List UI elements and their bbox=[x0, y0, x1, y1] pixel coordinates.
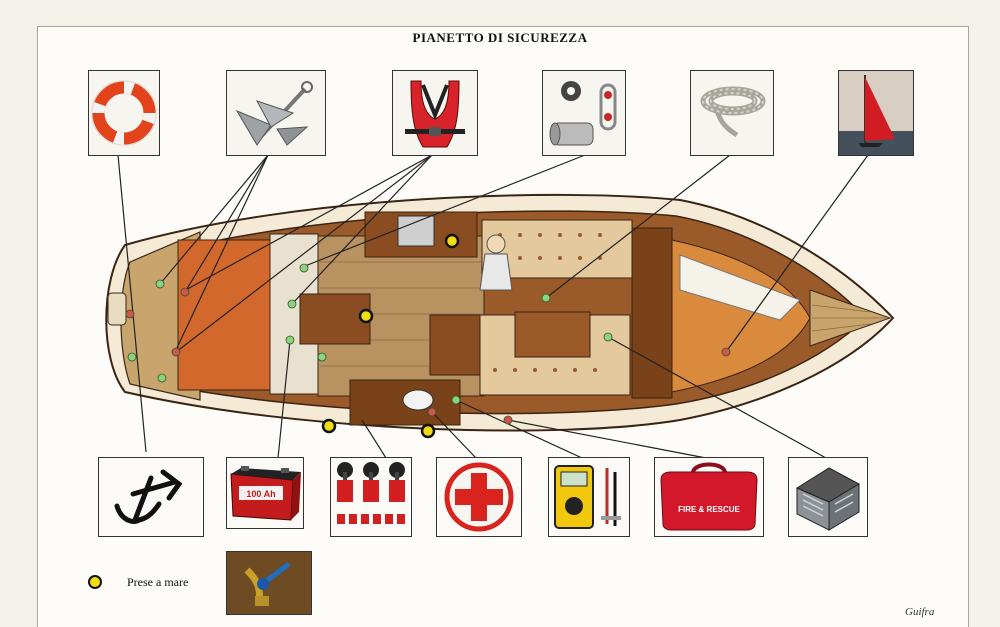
life-jacket-box bbox=[392, 70, 478, 156]
lifebuoy-icon bbox=[89, 71, 159, 155]
forward-bulkhead bbox=[631, 227, 673, 399]
battery-switches-icon bbox=[331, 458, 411, 536]
marker bbox=[180, 287, 190, 297]
seacock-box bbox=[226, 551, 312, 615]
lifebuoy-box bbox=[88, 70, 160, 156]
mooring-rope-box bbox=[690, 70, 774, 156]
seacock-marker bbox=[444, 233, 460, 249]
anchor-box bbox=[226, 70, 326, 156]
battery-label: 100 Ah bbox=[246, 489, 275, 499]
battery-switches-box bbox=[330, 457, 412, 537]
saloon-table-2 bbox=[514, 311, 591, 358]
marker bbox=[287, 299, 297, 309]
marker bbox=[171, 347, 181, 357]
marker bbox=[127, 352, 137, 362]
battery-icon: 100 Ah bbox=[227, 458, 303, 528]
author-signature: Guifra bbox=[905, 606, 935, 618]
aft-cabin-berth bbox=[177, 239, 275, 391]
toilet bbox=[402, 389, 434, 411]
marker bbox=[541, 293, 551, 303]
forward-bedding bbox=[679, 254, 801, 321]
seacock-legend-marker bbox=[88, 575, 102, 589]
marker bbox=[427, 407, 437, 417]
emergency-bag-icon: FIRE & RESCUE bbox=[655, 458, 763, 536]
rigging-hardware-icon bbox=[543, 71, 625, 155]
marker bbox=[603, 332, 613, 342]
bow-deck-planks bbox=[811, 304, 886, 332]
cushion-buttons bbox=[493, 233, 602, 372]
legend-label: Prese a mare bbox=[127, 575, 189, 589]
seacock-markers bbox=[321, 233, 460, 439]
toolbox-box bbox=[788, 457, 868, 537]
marker bbox=[503, 415, 513, 425]
marker bbox=[155, 279, 165, 289]
rigging-hardware-box bbox=[542, 70, 626, 156]
marker bbox=[451, 395, 461, 405]
battery-box: 100 Ah bbox=[226, 457, 304, 529]
marker bbox=[721, 347, 731, 357]
stern-anchor-icon bbox=[99, 458, 203, 536]
equipment-markers bbox=[125, 263, 731, 425]
person-head bbox=[486, 234, 506, 254]
seacock-marker bbox=[321, 418, 337, 434]
anchor-icon bbox=[227, 71, 325, 155]
seacock-marker bbox=[358, 308, 374, 324]
stern-hatch bbox=[107, 292, 127, 326]
seacock-icon bbox=[227, 552, 311, 614]
marker bbox=[157, 373, 167, 383]
first-aid-icon bbox=[437, 458, 521, 536]
emergency-bag-box: FIRE & RESCUE bbox=[654, 457, 764, 537]
first-aid-box bbox=[436, 457, 522, 537]
red-sail-icon bbox=[839, 71, 913, 155]
person-body bbox=[479, 253, 513, 291]
mooring-rope-icon bbox=[691, 71, 773, 155]
marker bbox=[317, 352, 327, 362]
seacock-marker bbox=[420, 423, 436, 439]
multimeter-box bbox=[548, 457, 630, 537]
sail-box bbox=[838, 70, 914, 156]
bag-label: FIRE & RESCUE bbox=[678, 505, 740, 514]
marker bbox=[125, 309, 135, 319]
callout-lines bbox=[117, 154, 869, 459]
marker bbox=[285, 335, 295, 345]
stove bbox=[397, 215, 435, 247]
page-title: PIANETTO DI SICUREZZA bbox=[412, 30, 588, 45]
toolbox-icon bbox=[789, 458, 867, 536]
multimeter-icon bbox=[549, 458, 629, 536]
life-jacket-icon bbox=[393, 71, 477, 155]
marker bbox=[299, 263, 309, 273]
stern-anchor-box bbox=[98, 457, 204, 537]
